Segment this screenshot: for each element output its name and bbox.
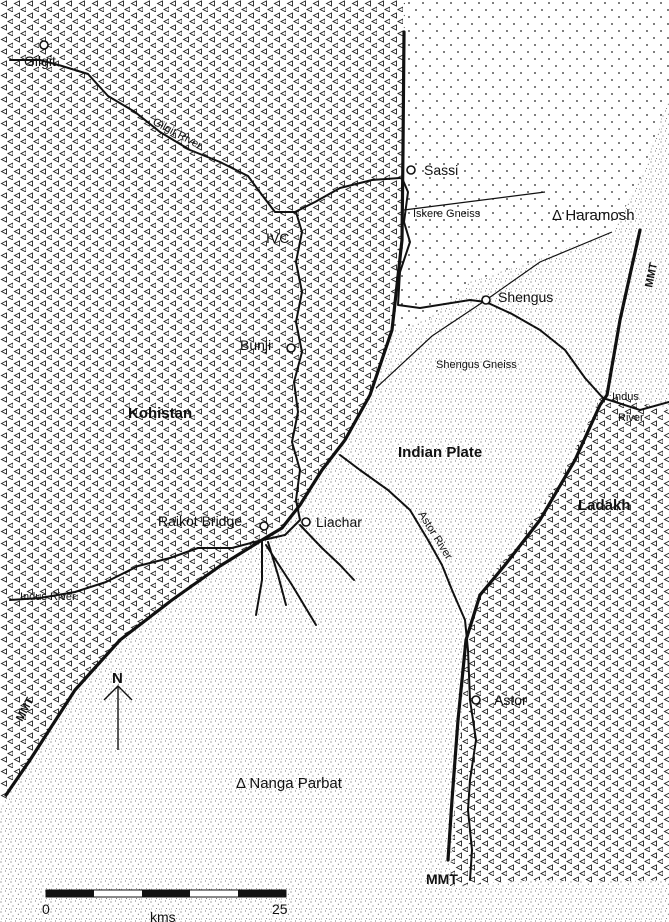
mmt-east-fault [446, 228, 642, 862]
astor-label: Astor [494, 692, 527, 708]
astor-marker[interactable] [471, 695, 481, 705]
indus-river-main-line [397, 177, 604, 399]
sassi-label: Sassi [424, 162, 458, 178]
scale-start-label: 0 [42, 901, 50, 917]
indian-plate-label: Indian Plate [398, 444, 482, 461]
shengus-gneiss-label: Shengus Gneiss [436, 359, 517, 371]
haramosh-peak-label[interactable]: Δ Haramosh [552, 207, 635, 224]
raikot-bridge-marker[interactable] [259, 521, 269, 531]
shengus-label: Shengus [498, 289, 553, 305]
kohistan-label: Kohistan [128, 405, 192, 422]
north-arrow: N [103, 670, 133, 750]
raikot-bridge-label: Raikot Bridge [158, 513, 242, 529]
indus-river-east-label-2: River [618, 412, 644, 424]
astor-river-line [339, 454, 477, 881]
tributary-1 [255, 539, 263, 616]
iskere-gneiss-label: Iskere Gneiss [413, 208, 481, 220]
mmt-ne-label: MMT [643, 261, 660, 288]
shengus-marker[interactable] [481, 295, 491, 305]
scale-unit-label: kms [150, 909, 176, 922]
indus-river-west-label: Indus River [20, 591, 76, 603]
sassi-marker[interactable] [406, 165, 416, 175]
gilgit-label: Gilgit [24, 53, 56, 69]
sassi-haramosh-contact [403, 191, 546, 211]
ladakh-area [450, 395, 669, 886]
gilgit-river-line [9, 59, 401, 213]
north-arrow-label: N [112, 670, 123, 687]
kohistan-area [0, 0, 405, 808]
mmt-west-fault [4, 30, 406, 797]
ladakh-label: Ladakh [578, 497, 631, 514]
liachar-marker[interactable] [301, 517, 311, 527]
gilgit-marker[interactable] [39, 40, 49, 50]
bunji-label: Bunji [240, 337, 271, 353]
tributary-3 [267, 541, 287, 606]
nanga-parbat-peak-label[interactable]: Δ Nanga Parbat [236, 775, 343, 792]
tributary-2 [265, 544, 317, 626]
iskere-gneiss-area [392, 0, 669, 330]
mmt-s-label: MMT [426, 871, 458, 887]
indus-gorge-line [262, 211, 303, 541]
indus-river-west-line [9, 539, 263, 601]
liachar-label: Liachar [316, 514, 362, 530]
scale-end-label: 25 [272, 901, 288, 917]
tributary-4 [299, 524, 355, 581]
indus-river-east-line [602, 397, 669, 411]
bunji-marker[interactable] [286, 343, 296, 353]
indus-river-east-label-1: Indus [612, 391, 639, 403]
scale-bar: 0 kms 25 [42, 889, 288, 922]
ivc-label: IVC [266, 230, 289, 246]
